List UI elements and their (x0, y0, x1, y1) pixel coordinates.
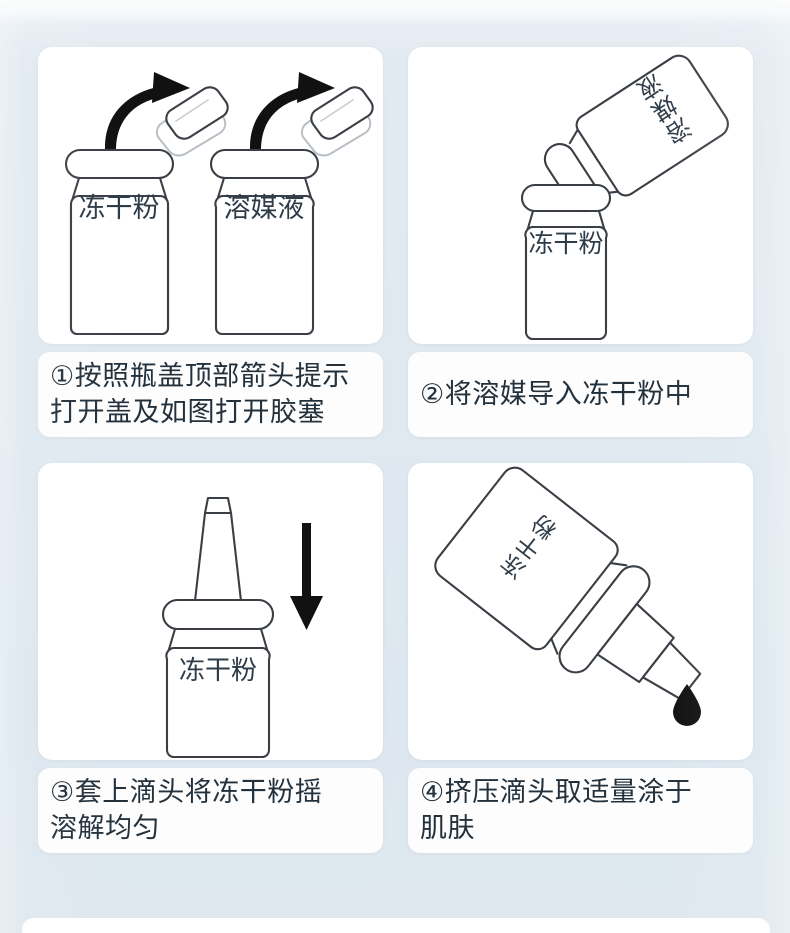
step-1-caption: ①按照瓶盖顶部箭头提示 打开盖及如图打开胶塞 (50, 361, 350, 428)
bottle-label-solvent: 溶媒液 (224, 193, 305, 224)
droplet-icon (673, 684, 701, 726)
step-1-illustration-card: 冻干粉 (38, 47, 383, 344)
step-3-illustration-card: 冻干粉 (38, 463, 383, 760)
next-section-card (22, 918, 770, 933)
step-4-caption-card: ④挤压滴头取适量涂于 肌肤 (408, 768, 753, 853)
bottle-label-lyophilized-powder: 冻干粉 (528, 229, 603, 258)
step-2-illustration-card: 溶媒液 冻干粉 (408, 47, 753, 344)
vial-collar-icon (161, 598, 275, 631)
vial-icon (165, 627, 271, 759)
vial-icon (520, 183, 612, 341)
flip-cap-icon (300, 86, 374, 157)
tilted-dropper-bottle-icon (434, 466, 702, 701)
flip-cap-icon (155, 86, 229, 157)
attach-dropper-illustration: 冻干粉 (161, 496, 323, 759)
step-3-caption: ③套上滴头将冻干粉摇 溶解均匀 (50, 777, 323, 844)
pour-solvent-illustration: 溶媒液 冻干粉 (520, 54, 729, 341)
step-2-caption: ②将溶媒导入冻干粉中 (420, 378, 693, 410)
bottle-label-lyophilized-powder: 冻干粉 (79, 193, 160, 224)
curved-arrow-icon (104, 72, 190, 150)
step-2-caption-card: ②将溶媒导入冻干粉中 (408, 352, 753, 437)
bottle-label-lyophilized-powder: 冻干粉 (179, 656, 257, 686)
dropper-nozzle-icon (193, 496, 243, 603)
step-4-caption: ④挤压滴头取适量涂于 肌肤 (420, 777, 693, 844)
two-vials-open-cap-illustration: 冻干粉 (64, 72, 374, 336)
squeeze-dropper-illustration: 冻干粉 (434, 466, 702, 726)
step-1-caption-card: ①按照瓶盖顶部箭头提示 打开盖及如图打开胶塞 (38, 352, 383, 437)
step-3-caption-card: ③套上滴头将冻干粉摇 溶解均匀 (38, 768, 383, 853)
curved-arrow-icon (249, 72, 335, 150)
step-4-illustration-card: 冻干粉 (408, 463, 753, 760)
down-arrow-icon (290, 523, 323, 630)
